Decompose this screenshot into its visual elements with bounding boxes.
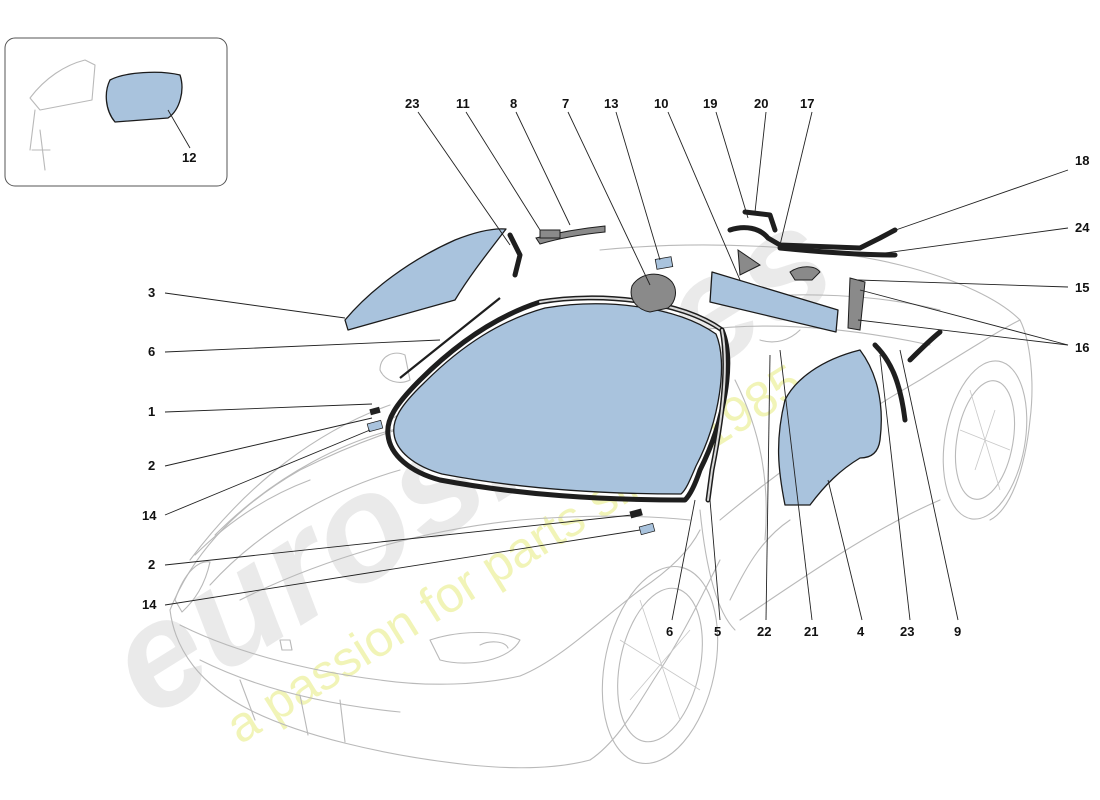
- callout-4: 4: [857, 624, 865, 639]
- callout-24: 24: [1075, 220, 1090, 235]
- callout-23-top: 23: [405, 96, 419, 111]
- right-seals: [872, 329, 943, 423]
- callout-1: 1: [148, 404, 155, 419]
- callout-label: 12: [182, 150, 196, 165]
- callout-18: 18: [1075, 153, 1089, 168]
- callout-19: 19: [703, 96, 717, 111]
- callout-2-lower: 2: [148, 557, 155, 572]
- callout-7: 7: [562, 96, 569, 111]
- mirror-inset: 12: [4, 37, 228, 187]
- callout-6-bottom: 6: [666, 624, 673, 639]
- callout-10: 10: [654, 96, 668, 111]
- callout-3: 3: [148, 285, 155, 300]
- callout-23-bottom: 23: [900, 624, 914, 639]
- callout-16: 16: [1075, 340, 1089, 355]
- callout-17: 17: [800, 96, 814, 111]
- car-body-outline: [169, 244, 1033, 769]
- callout-22: 22: [757, 624, 771, 639]
- a-pillar-seals: [399, 297, 728, 503]
- callout-2-upper: 2: [148, 458, 155, 473]
- callout-13: 13: [604, 96, 618, 111]
- rear-screen: [709, 271, 839, 333]
- windscreen: [385, 295, 731, 503]
- callout-9: 9: [954, 624, 961, 639]
- callout-6-left: 6: [148, 344, 155, 359]
- rear-view-mirror: [630, 273, 676, 313]
- left-door-glass: [344, 228, 507, 331]
- leader-lines: [164, 111, 1069, 621]
- callout-14-upper: 14: [142, 508, 157, 523]
- callout-20: 20: [754, 96, 768, 111]
- callout-11: 11: [456, 96, 470, 111]
- roof-mechanism: [727, 209, 898, 343]
- callout-15: 15: [1075, 280, 1089, 295]
- callout-5: 5: [714, 624, 721, 639]
- small-labels: [366, 406, 656, 536]
- callout-14-lower: 14: [142, 597, 157, 612]
- callout-21: 21: [804, 624, 818, 639]
- left-upper-seals: [507, 225, 606, 278]
- callouts: 23 11 8 7 13 10 19 20 17 18 24 15 16 3 6…: [142, 96, 1090, 639]
- right-door-glass: [777, 349, 882, 506]
- callout-8: 8: [510, 96, 517, 111]
